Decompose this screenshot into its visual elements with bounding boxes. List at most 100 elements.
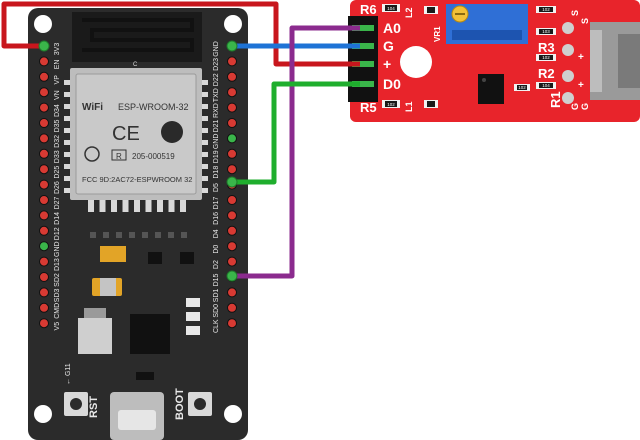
module-pin[interactable]: [352, 81, 374, 87]
pot-base: [452, 30, 522, 40]
pin-label: VN: [54, 90, 61, 100]
smd-body: [539, 7, 553, 12]
pin-label: GND: [54, 241, 61, 257]
module-pad: [64, 152, 70, 157]
module-pad: [202, 140, 208, 145]
pin-label: D0: [213, 245, 220, 254]
header-pin[interactable]: [227, 210, 237, 221]
regulator-tab: [84, 308, 106, 318]
module-label: R1: [548, 91, 563, 108]
pin-label: D15: [213, 273, 220, 286]
pin-label: 3V3: [54, 43, 61, 56]
smd-body: [385, 5, 397, 11]
header-pin[interactable]: [227, 102, 237, 113]
usb-uart-chip: [130, 314, 170, 354]
header-pin[interactable]: [227, 164, 237, 175]
right-pin-header: GNDD23D22TXDRXDD21GNDD19D18D5D17D16D4D0D…: [213, 41, 237, 333]
header-pin[interactable]: [39, 133, 49, 144]
module-label: VR1: [433, 26, 442, 42]
comparator-ic: [478, 74, 504, 104]
module-pin[interactable]: [352, 43, 374, 49]
module-pin[interactable]: [352, 61, 374, 67]
resistor-code: 102: [542, 55, 550, 60]
header-pin[interactable]: [227, 287, 237, 298]
header-pin[interactable]: [227, 318, 237, 329]
pin-label: D17: [213, 196, 220, 209]
header-pin[interactable]: [227, 148, 237, 159]
module-pad: [64, 116, 70, 121]
module-pad: [64, 140, 70, 145]
wifi-logo: WiFi: [82, 102, 103, 113]
module-label: L2: [404, 7, 414, 18]
module-pad: [157, 200, 163, 212]
header-pin[interactable]: [39, 148, 49, 159]
header-pin[interactable]: [39, 302, 49, 313]
header-pin[interactable]: [39, 102, 49, 113]
header-pin[interactable]: [227, 225, 237, 236]
module-pin[interactable]: [352, 25, 374, 31]
capacitor: [100, 246, 126, 262]
pin-label: D32: [54, 135, 61, 148]
header-pin[interactable]: [39, 118, 49, 128]
module-label: S: [570, 10, 580, 16]
smd-part: [186, 298, 200, 307]
header-pin[interactable]: [227, 87, 237, 98]
smd-part: [186, 312, 200, 321]
voltage-regulator: [78, 318, 112, 354]
via: [129, 232, 135, 238]
pin-label: GND: [213, 134, 220, 150]
cert-number: 205-000519: [132, 152, 175, 161]
header-pin[interactable]: [227, 118, 237, 128]
module-label: S: [580, 18, 590, 24]
espressif-logo-icon: [161, 121, 183, 143]
wires: [1, 1, 360, 282]
pin-label: D27: [54, 196, 61, 209]
mic-grille: [618, 34, 640, 88]
module-model: ESP-WROOM-32: [118, 102, 189, 112]
wire-end: [226, 40, 238, 52]
pin-label: D34: [54, 104, 61, 117]
pin-label: SD2: [54, 273, 61, 287]
header-pin[interactable]: [39, 179, 49, 190]
pin-label: D13: [54, 258, 61, 271]
module-label: +: [578, 80, 584, 91]
header-pin[interactable]: [227, 302, 237, 313]
header-pin[interactable]: [227, 195, 237, 205]
header-pin[interactable]: [227, 256, 237, 267]
header-pin[interactable]: [39, 87, 49, 98]
wire-d19-to-d0: [232, 81, 360, 185]
rst-button-cap: [70, 398, 82, 410]
header-pin[interactable]: [39, 287, 49, 298]
module-pad: [202, 152, 208, 157]
smd-body: [517, 85, 527, 90]
mount-hole: [224, 405, 242, 423]
header-pin[interactable]: [39, 256, 49, 267]
module-pad: [134, 200, 140, 212]
header-pin[interactable]: [39, 164, 49, 175]
header-pin[interactable]: [227, 71, 237, 82]
resistor-code: 102: [542, 7, 550, 12]
header-pin[interactable]: [227, 241, 237, 252]
header-pin[interactable]: [39, 241, 49, 252]
r-mark-box: [111, 149, 127, 161]
mount-hole: [224, 15, 242, 33]
pin-label: CMD: [54, 303, 61, 319]
smd-body: [539, 29, 553, 34]
via: [103, 232, 109, 238]
header-pin[interactable]: [227, 56, 237, 67]
header-pin[interactable]: [39, 71, 49, 82]
pin-label: D23: [213, 58, 220, 71]
module-pad: [64, 164, 70, 169]
header-pin[interactable]: [39, 318, 49, 329]
diode: [136, 372, 154, 380]
pin-label: SD1: [213, 288, 220, 302]
header-pin[interactable]: [39, 225, 49, 236]
pin-label: D26: [54, 181, 61, 194]
pin-label: D25: [54, 166, 61, 179]
header-pin[interactable]: [39, 56, 49, 67]
header-pin[interactable]: [39, 195, 49, 205]
header-pin[interactable]: [227, 133, 237, 144]
module-label: G: [570, 103, 580, 110]
header-pin[interactable]: [39, 210, 49, 221]
header-pin[interactable]: [39, 272, 49, 282]
